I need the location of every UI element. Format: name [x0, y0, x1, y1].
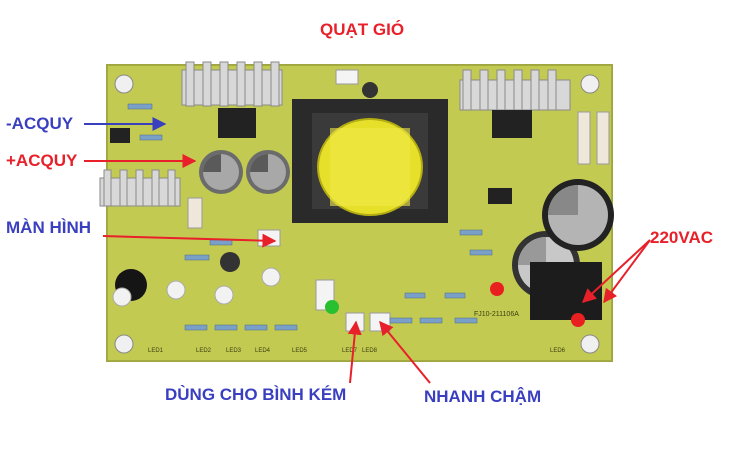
led-white: [214, 285, 234, 305]
label-battery-negative: -ACQUY: [6, 114, 74, 133]
label-ac-input: 220VAC: [650, 228, 713, 247]
silk-led6: LED6: [550, 348, 566, 354]
silk-led8: LED8: [362, 348, 378, 354]
capacitor-small: [362, 82, 378, 98]
mount-hole: [580, 74, 600, 94]
resistors: [127, 103, 493, 331]
led-red: [490, 282, 504, 296]
silk-led2: LED2: [196, 348, 212, 354]
power-resistor: [596, 111, 610, 165]
silk-led1: LED1: [148, 348, 164, 354]
fan-connector: [335, 69, 359, 85]
power-resistor: [187, 197, 203, 229]
arrow-ac-input-1: [581, 239, 651, 303]
mount-hole: [114, 74, 134, 94]
heatsink-left-bottom: [99, 169, 181, 207]
silk-led7: LED7: [342, 348, 358, 354]
silk-led4: LED4: [255, 348, 271, 354]
power-resistor: [577, 111, 591, 165]
mosfet-left: [218, 108, 256, 138]
led-red: [571, 313, 585, 327]
capacitor-large-2: [542, 179, 614, 251]
heatsink-right: [459, 69, 571, 111]
mount-hole: [114, 334, 134, 354]
silk-led3: LED3: [226, 348, 242, 354]
mount-hole: [580, 334, 600, 354]
led-white: [261, 267, 281, 287]
silk-led5: LED5: [292, 348, 308, 354]
board-code: FJ10-211106A: [474, 311, 519, 318]
label-fan: QUẠT GIÓ: [320, 20, 405, 39]
heatsink-left-top: [181, 61, 283, 107]
label-battery-positive: +ACQUY: [6, 151, 78, 170]
led-white: [166, 280, 186, 300]
voltage-selector-block: [530, 262, 602, 320]
arrow-ac-input-2: [603, 239, 651, 304]
capacitor-c1: [199, 150, 243, 194]
ic-chip: [110, 128, 130, 143]
led-white: [112, 287, 132, 307]
ic-chip: [488, 188, 512, 204]
led-green: [325, 300, 339, 314]
arrow-weak-battery: [347, 320, 362, 384]
transformer-tape: [330, 128, 410, 206]
arrow-display: [102, 233, 277, 248]
arrow-fast-slow: [379, 320, 431, 384]
label-fast-slow: NHANH CHẬM: [424, 387, 542, 406]
label-weak-battery: DÙNG CHO BÌNH KÉM: [165, 385, 347, 404]
label-display: MÀN HÌNH: [6, 218, 91, 237]
capacitor-small: [220, 252, 240, 272]
mosfet-right: [492, 110, 532, 138]
display-connector: [257, 229, 281, 247]
capacitor-c2: [246, 150, 290, 194]
